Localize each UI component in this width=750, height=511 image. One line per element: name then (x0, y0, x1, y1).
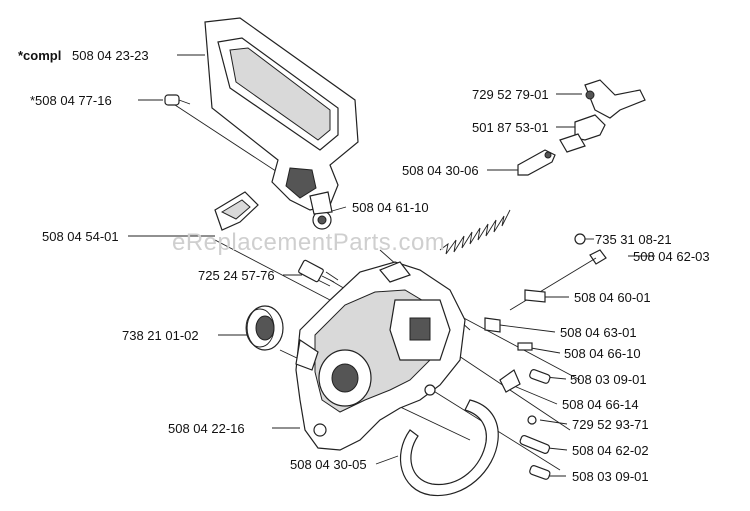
label-part-508-04-54-01: 508 04 54-01 (42, 229, 119, 244)
label-compl-prefix: *compl (18, 48, 62, 63)
label-screw-729-52-79: 729 52 79-01 (472, 87, 549, 102)
label-bolt-725-24-57-76: 725 24 57-76 (198, 268, 275, 283)
label-lever-501-87-53: 501 87 53-01 (472, 120, 549, 135)
brake-band (400, 399, 499, 497)
label-bolt-508-04-62-03: 508 04 62-03 (633, 249, 710, 264)
label-screw-508-03-09-01-b: 508 03 09-01 (572, 469, 649, 484)
spring-part (439, 209, 511, 255)
leader-lines (128, 54, 655, 477)
label-band-508-04-30-05: 508 04 30-05 (290, 457, 367, 472)
right-hardware (484, 233, 607, 480)
label-plate-508-04-63-01: 508 04 63-01 (560, 325, 637, 340)
label-housing-508-04-22-16: 508 04 22-16 (168, 421, 245, 436)
label-bracket-508-04-60-01: 508 04 60-01 (574, 290, 651, 305)
label-spring-508-04-61-10: 508 04 61-10 (352, 200, 429, 215)
clutch-housing (295, 261, 466, 451)
label-seal-738-21-01-02: 738 21 01-02 (122, 328, 199, 343)
chain-guard-cover (204, 17, 359, 230)
lever-assembly (559, 79, 646, 153)
label-pin-508-04-66-10: 508 04 66-10 (564, 346, 641, 361)
label-pin-star: *508 04 77-16 (30, 93, 112, 108)
pin-part (164, 94, 191, 106)
watermark-text: eReplacementParts.com (172, 229, 446, 256)
adjuster-bolt (298, 259, 339, 287)
label-bolt-508-04-62-02: 508 04 62-02 (572, 443, 649, 458)
label-clip-735-31-08-21: 735 31 08-21 (595, 232, 672, 247)
seal-ring (245, 305, 284, 351)
label-compl-cover: 508 04 23-23 (72, 48, 149, 63)
link-part (517, 149, 556, 176)
label-screw-508-03-09-01-a: 508 03 09-01 (570, 372, 647, 387)
label-pin-508-04-66-14: 508 04 66-14 (562, 397, 639, 412)
label-washer-729-52-93-71: 729 52 93-71 (572, 417, 649, 432)
wedge-part (214, 191, 259, 231)
label-link-508-04-30-06: 508 04 30-06 (402, 163, 479, 178)
